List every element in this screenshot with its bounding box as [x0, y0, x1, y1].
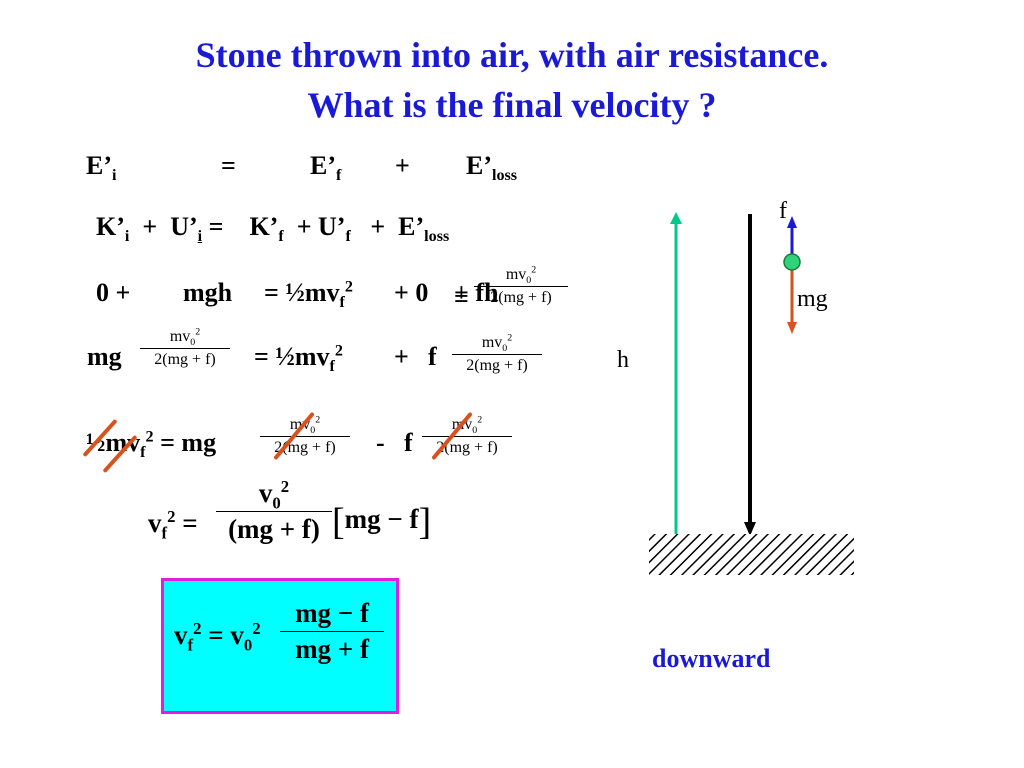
title-line-1: Stone thrown into air, with air resistan…	[195, 35, 829, 75]
eq2-row: K’i + U’i = K’f + U’f + E’loss	[96, 212, 450, 246]
eq6-frac-den: (mg + f)	[216, 511, 332, 545]
result-frac-den: mg + f	[280, 631, 384, 665]
eq4-d: f	[428, 342, 437, 371]
label-f: f	[779, 198, 787, 224]
stone-ball	[783, 253, 801, 271]
eq5-frac2-den: 2(mg + f)	[422, 436, 512, 457]
eq6-frac-num: v02	[258, 477, 290, 513]
result-frac-num: mg − f	[295, 598, 369, 628]
eq3-e2: =	[454, 284, 469, 313]
eq3-frac-num: mv02	[505, 264, 537, 287]
label-mg: mg	[797, 286, 828, 312]
eq6-lhs: vf2 =	[148, 507, 198, 543]
eq3-c: = ½mvf2	[264, 278, 353, 312]
eq4-c: +	[394, 342, 409, 371]
eq4-frac1-den: 2(mg + f)	[140, 348, 230, 369]
eq5-f: f	[404, 428, 413, 457]
eq1-final: E’f	[310, 151, 342, 185]
descent-arrow	[744, 214, 756, 536]
weight-force-arrow	[787, 264, 797, 334]
result-lhs: vf2 = v02	[174, 619, 261, 655]
eq1-loss: E’loss	[466, 151, 518, 185]
eq3-frac-den: 2(mg + f)	[474, 286, 568, 307]
height-arrow	[670, 212, 682, 534]
eq4-frac2-num: mv02	[481, 332, 513, 355]
eq4-frac1-num: mv02	[169, 326, 201, 349]
eq4-b: = ½mvf2	[254, 342, 343, 376]
eq1-plus: +	[395, 151, 410, 180]
eq3-b: mgh	[183, 278, 233, 307]
eq3-d: + 0	[394, 278, 429, 307]
eq6-fraction: v02(mg + f)	[212, 478, 336, 545]
result-box	[161, 578, 399, 714]
eq4-frac2-den: 2(mg + f)	[452, 354, 542, 375]
label-h: h	[617, 347, 629, 373]
label-downward: downward	[652, 644, 771, 673]
eq1-lhs: E’i	[86, 151, 117, 185]
ground	[649, 534, 854, 575]
title-line-2: What is the final velocity ?	[307, 85, 717, 125]
eq6-bracket: [mg − f]	[332, 501, 432, 543]
eq4-a: mg	[87, 342, 122, 371]
eq1-equals: =	[221, 151, 236, 180]
eq3-e: + fh	[454, 278, 499, 307]
eq3-a: 0 +	[96, 278, 131, 307]
eq5-minus: -	[376, 428, 385, 457]
